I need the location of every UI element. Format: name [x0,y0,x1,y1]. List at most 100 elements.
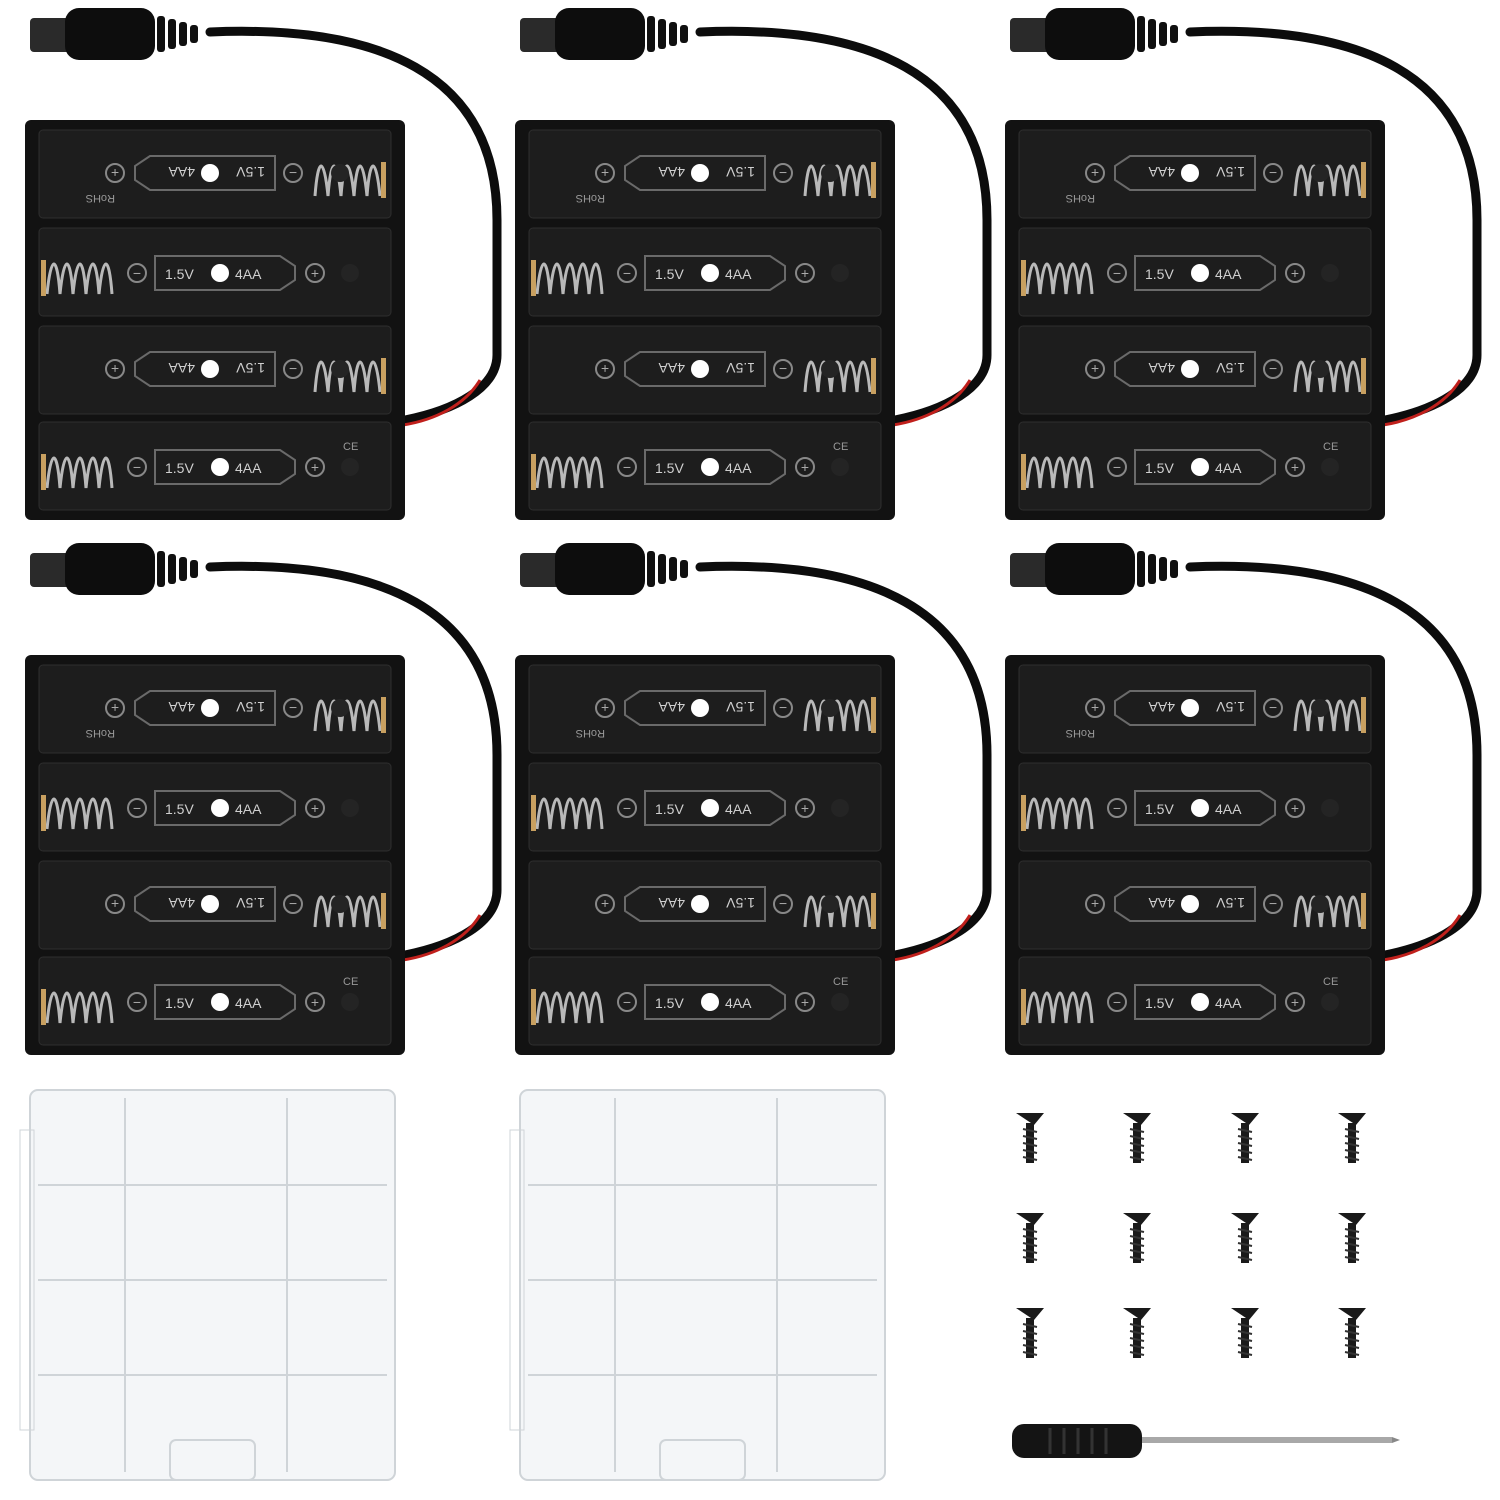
spring-contact [531,795,604,831]
spring-contact [313,697,386,733]
spring-coil [313,895,382,928]
minus-mark [283,163,303,183]
minus-symbol: − [133,459,141,475]
molded-dot [831,799,849,817]
minus-symbol: − [779,361,787,377]
voltage-label: 1.5V [655,266,684,282]
screw-head [1123,1213,1151,1225]
screw-thread [1344,1142,1360,1147]
dc-plug [30,543,198,595]
battery-label: 4AA [725,995,752,1011]
plus-mark [595,359,615,379]
minus-symbol: − [133,994,141,1010]
label-frame [1134,449,1276,485]
terminal-plate [381,697,386,733]
voltage-label: 1.5V [236,164,265,180]
molded-dot [821,699,839,717]
mounting-hole [211,799,229,817]
molded-dot [331,164,349,182]
plus-symbol: + [801,459,809,475]
screw-thread [1237,1228,1253,1233]
voltage-label: 1.5V [165,460,194,476]
clear-battery-case [509,1089,886,1481]
spring-contact [1021,454,1094,490]
screw-shank [1026,1123,1034,1163]
minus-mark [617,992,637,1012]
molded-dot [1321,799,1339,817]
terminal-plate [41,795,46,831]
mounting-hole [1181,895,1199,913]
terminal-plate [1021,989,1026,1025]
spring-contact [803,893,876,929]
plus-mark [795,992,815,1012]
spring-contact [531,260,604,296]
spring-coil [1025,262,1094,295]
voltage-label: 1.5V [1216,164,1245,180]
screw-thread [1129,1242,1145,1247]
battery-label: 4AA [725,801,752,817]
spring-contact [41,989,114,1025]
label-frame [1114,351,1256,387]
plus-mark [105,894,125,914]
plus-symbol: + [111,700,119,716]
terminal-plate [531,260,536,296]
battery-label: 4AA [168,895,195,911]
screw-thread [1022,1128,1038,1133]
plug-strain-rib [168,554,176,584]
battery-label: 4AA [1148,360,1175,376]
screw-head [1016,1113,1044,1125]
spring-contact [1293,697,1366,733]
battery-label: 4AA [235,460,262,476]
case-shell [519,1089,886,1481]
plug-body [65,543,155,595]
molded-dot [341,799,359,817]
plug-strain-rib [680,560,688,578]
screw-head [1123,1308,1151,1320]
screw-thread [1022,1156,1038,1161]
screw-thread [1129,1337,1145,1342]
plug-body [555,8,645,60]
screw-head [1338,1113,1366,1125]
minus-mark [127,457,147,477]
terminal-plate [1361,697,1366,733]
plug-strain-rib [658,19,666,49]
spring-contact [1021,989,1094,1025]
screw-thread [1344,1235,1360,1240]
dc-plug [1010,8,1178,60]
minus-mark [1263,359,1283,379]
plug-strain-rib [1148,19,1156,49]
ce-label: CE [833,976,848,988]
screw-thread [1129,1142,1145,1147]
plus-symbol: + [601,896,609,912]
voltage-label: 1.5V [1145,801,1174,817]
screw-thread [1237,1142,1253,1147]
label-frame [624,690,766,726]
voltage-label: 1.5V [1216,895,1245,911]
label-frame [1114,690,1256,726]
terminal-plate [381,162,386,198]
plus-symbol: + [1091,700,1099,716]
screw-thread [1237,1149,1253,1154]
screw-thread [1022,1228,1038,1233]
screw-thread [1129,1323,1145,1328]
screw-thread [1344,1135,1360,1140]
terminal-plate [1361,358,1366,394]
mounting-hole [1181,164,1199,182]
plus-mark [1085,163,1105,183]
plus-mark [305,992,325,1012]
screw-thread [1344,1156,1360,1161]
case-hinge [19,1129,35,1431]
voltage-label: 1.5V [1145,460,1174,476]
molded-dot [1311,164,1329,182]
plug-strain-rib [1170,560,1178,578]
ce-label: CE [343,976,358,988]
plus-symbol: + [1291,994,1299,1010]
minus-symbol: − [779,165,787,181]
